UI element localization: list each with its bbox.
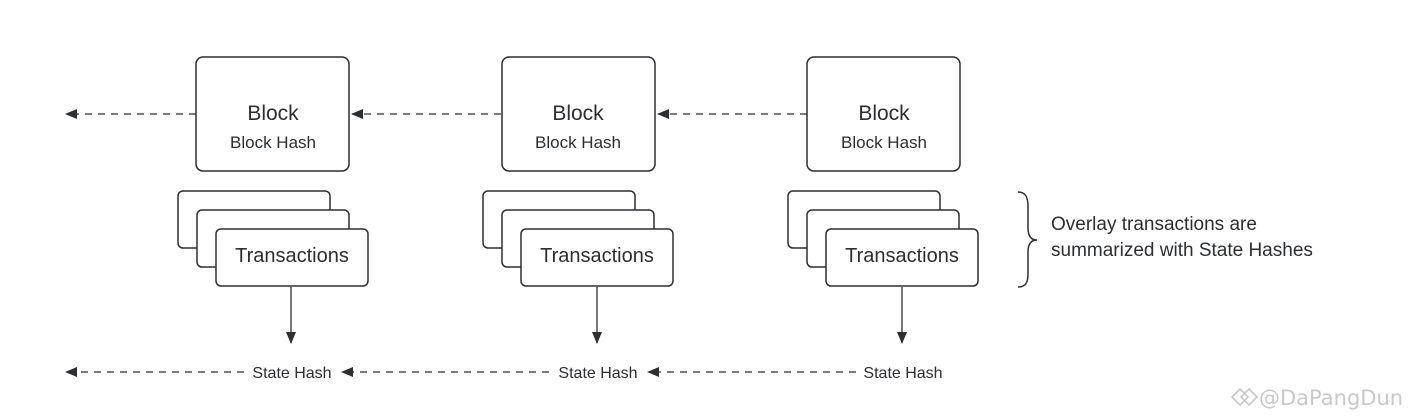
watermark-logo-icon bbox=[1230, 387, 1259, 407]
transactions-label: Transactions bbox=[845, 245, 959, 267]
block-hash-label: Block Hash bbox=[230, 133, 316, 152]
transactions-label: Transactions bbox=[235, 245, 349, 267]
block-box bbox=[501, 56, 656, 172]
block-title: Block bbox=[552, 102, 604, 125]
block-box bbox=[195, 56, 350, 172]
block-hash-label: Block Hash bbox=[535, 133, 621, 152]
block-group-1: Block Block Hash Transactions State Hash bbox=[177, 56, 369, 382]
annotation-line-2: summarized with State Hashes bbox=[1051, 240, 1313, 261]
block-group-2: Block Block Hash Transactions State Hash bbox=[482, 56, 674, 382]
block-group-3: Block Block Hash Transactions State Hash bbox=[787, 56, 979, 382]
state-hash-label: State Hash bbox=[558, 365, 637, 382]
transactions-box bbox=[825, 228, 979, 287]
curly-brace-icon bbox=[1017, 191, 1038, 288]
block-box bbox=[806, 56, 961, 172]
block-hash-label: Block Hash bbox=[841, 133, 927, 152]
annotation-line-1: Overlay transactions are bbox=[1051, 214, 1257, 235]
state-hash-label: State Hash bbox=[252, 365, 331, 382]
transactions-box bbox=[520, 228, 674, 287]
block-title: Block bbox=[858, 102, 910, 125]
transactions-label: Transactions bbox=[540, 245, 654, 267]
watermark: @DaPangDun bbox=[1230, 386, 1403, 410]
block-title: Block bbox=[247, 102, 299, 125]
transactions-box bbox=[215, 228, 369, 287]
state-hash-label: State Hash bbox=[863, 365, 942, 382]
watermark-text: @DaPangDun bbox=[1259, 386, 1403, 410]
